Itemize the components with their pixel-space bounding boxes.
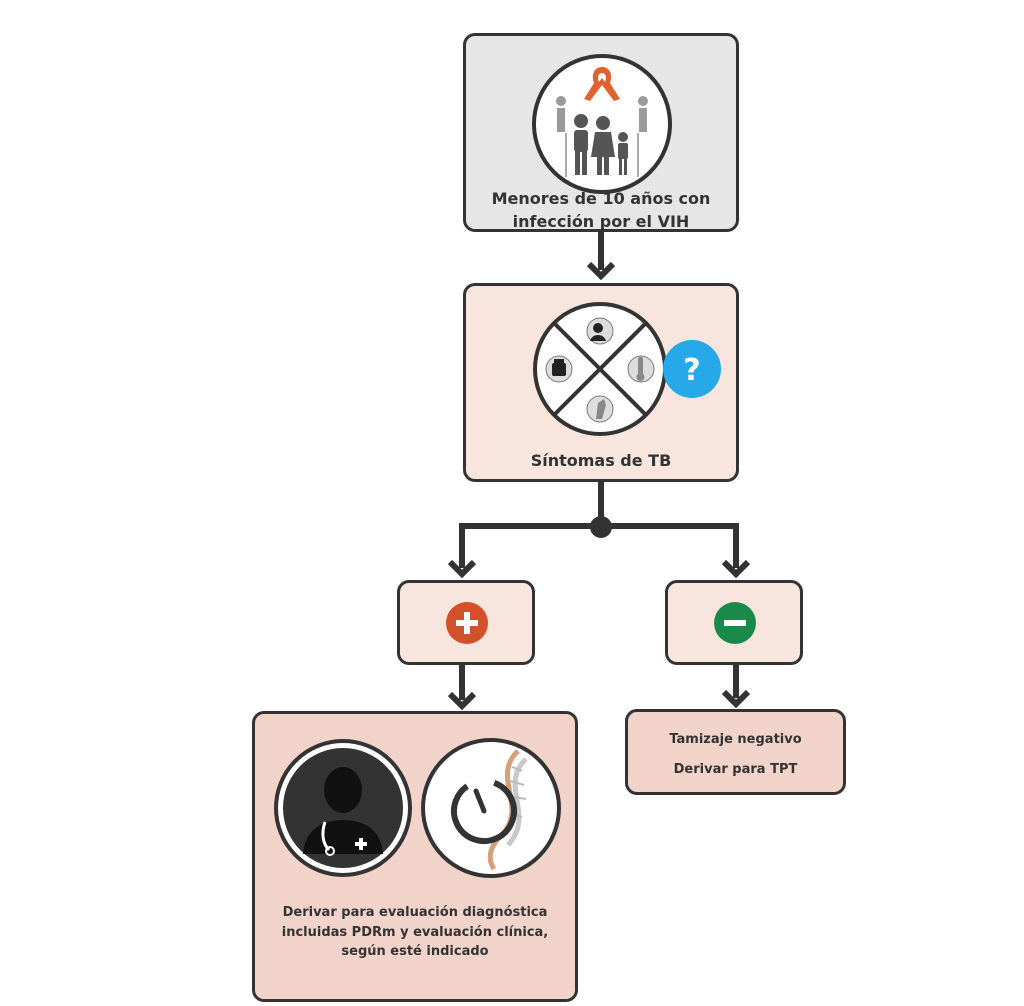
arrowhead-positive-action	[447, 691, 477, 711]
cough-icon	[545, 355, 573, 383]
symptom-wheel-icon	[533, 302, 667, 436]
family-figures	[574, 114, 628, 175]
negative-action-box: Tamizaje negativo Derivar para TPT	[625, 709, 846, 795]
dna-clock-icon	[421, 738, 561, 878]
weight-loss-icon	[586, 317, 614, 345]
family-ribbon-icon	[532, 54, 672, 194]
plus-icon	[446, 602, 488, 644]
positive-action-line3: según esté indicado	[341, 944, 489, 959]
positive-action-line2: incluidas PDRm y evaluación clínica,	[281, 925, 549, 940]
junction-dot	[590, 516, 612, 538]
fever-icon	[627, 355, 655, 383]
population-label-line1: Menores de 10 años con	[491, 189, 711, 208]
arrowhead-negative	[721, 559, 751, 579]
positive-box	[397, 580, 535, 665]
question-mark-icon: ?	[683, 353, 700, 388]
symptoms-box: ? Síntomas de TB	[463, 283, 739, 482]
arrowhead-symptoms	[586, 261, 616, 281]
symptoms-label: Síntomas de TB	[530, 451, 672, 470]
arrowhead-negative-action	[721, 689, 751, 709]
population-label-line2: infección por el VIH	[512, 212, 690, 231]
negative-action-line2: Derivar para TPT	[673, 762, 798, 777]
question-badge: ?	[663, 340, 721, 398]
minus-icon	[714, 602, 756, 644]
arrowhead-positive	[447, 559, 477, 579]
night-sweats-icon	[586, 395, 614, 423]
population-box: Menores de 10 años con infección por el …	[463, 33, 739, 232]
negative-action-line1: Tamizaje negativo	[669, 732, 802, 747]
positive-action-line1: Derivar para evaluación diagnóstica	[282, 905, 548, 920]
ghost-figures	[556, 96, 648, 132]
positive-action-box: Derivar para evaluación diagnóstica incl…	[252, 711, 578, 1002]
negative-box	[665, 580, 803, 665]
doctor-icon	[274, 739, 412, 877]
